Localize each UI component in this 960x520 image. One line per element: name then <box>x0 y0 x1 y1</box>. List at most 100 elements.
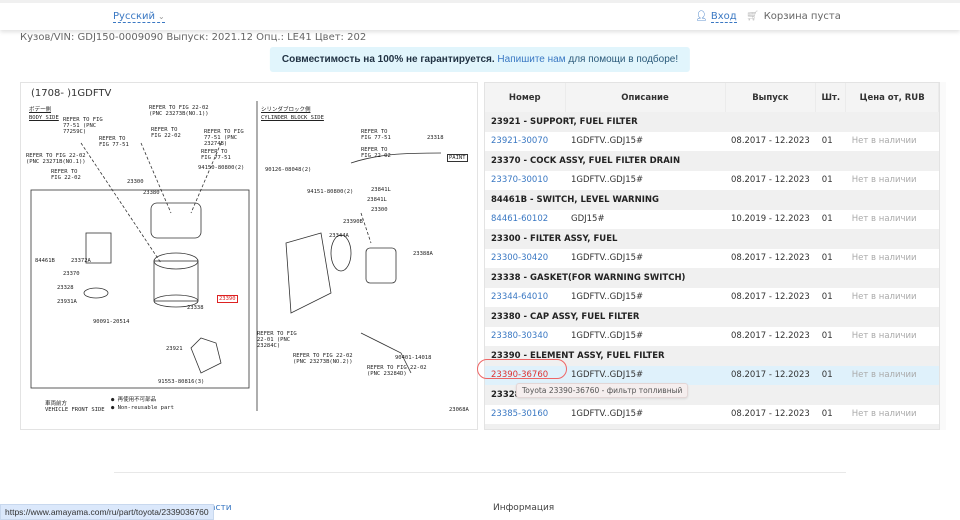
part-price: Нет в наличии <box>845 209 939 229</box>
diagram-label: REFER TO FIG 22-02 (PNC 23284D) <box>367 365 427 377</box>
diagram-label: REFER TO FIG 22-02 (PNC 23271B(NO.1)) <box>26 153 86 165</box>
part-number-link[interactable]: 23300-30420 <box>485 248 565 268</box>
diagram-label: 23380 <box>143 190 160 196</box>
group-row: 23380 - CAP ASSY, FUEL FILTER <box>485 307 939 327</box>
group-title: 23390 - ELEMENT ASSY, FUEL FILTER <box>485 346 939 366</box>
group-row: 23931A - COVER, FUEL FILTER <box>485 424 939 429</box>
cart-link[interactable]: 🛒︎Корзина пуста <box>746 11 841 22</box>
part-release: 08.2017 - 12.2023 <box>725 248 816 268</box>
diagram-label: 23390B <box>343 219 363 225</box>
diagram-label: 23338 <box>187 305 204 311</box>
group-row: 23921 - SUPPORT, FUEL FILTER <box>485 112 939 132</box>
part-price: Нет в наличии <box>845 248 939 268</box>
part-description: 1GDFTV..GDJ15# <box>565 287 725 307</box>
diagram-label: BODY SIDE <box>29 115 59 121</box>
diagram-label: 84461B <box>35 258 55 264</box>
group-title: 84461B - SWITCH, LEVEL WARNING <box>485 190 939 210</box>
diagram-label: REFER TO FIG 22-02 <box>361 147 391 159</box>
table-row: 23921-30070 1GDFTV..GDJ15# 08.2017 - 12.… <box>485 131 939 151</box>
diagram-label: VEHICLE FRONT SIDE <box>45 407 105 413</box>
part-price: Нет в наличии <box>845 131 939 151</box>
diagram-label: 23931A <box>57 299 77 305</box>
chevron-down-icon: ⌄ <box>157 12 165 21</box>
diagram-label: 23921 <box>166 346 183 352</box>
footer-link[interactable]: асти <box>210 503 232 513</box>
table-row: 23300-30420 1GDFTV..GDJ15# 08.2017 - 12.… <box>485 248 939 268</box>
contact-link[interactable]: Напишите нам <box>497 54 566 65</box>
part-description: 1GDFTV..GDJ15# <box>565 365 725 385</box>
diagram-label: PAINT <box>447 154 468 162</box>
table-row: 84461-60102 GDJ15# 10.2019 - 12.2023 01 … <box>485 209 939 229</box>
group-title: 23338 - GASKET(FOR WARNING SWITCH) <box>485 268 939 288</box>
diagram-label: ● 再使用不可部品 <box>111 397 157 403</box>
col-header-release: Выпуск <box>725 83 817 112</box>
parts-diagram: (1708- )1GDFTV ボデー側 BODY SIDE REFER TO F… <box>20 82 478 430</box>
part-description: 1GDFTV..GDJ15# <box>565 170 725 190</box>
diagram-label: REFER TO FIG 77-51 <box>99 136 129 148</box>
group-title: 23370 - COCK ASSY, FUEL FILTER DRAIN <box>485 151 939 171</box>
part-number-link[interactable]: 23380-30340 <box>485 326 565 346</box>
scrollbar[interactable] <box>940 82 946 430</box>
part-description: 1GDFTV..GDJ15# <box>565 131 725 151</box>
language-selector[interactable]: Русский⌄ <box>113 11 165 23</box>
diagram-label: REFER TO FIG 22-02 <box>51 169 81 181</box>
part-release: 08.2017 - 12.2023 <box>725 404 816 424</box>
part-number-link[interactable]: 23390-36760 <box>485 365 565 385</box>
diagram-label: REFER TO FIG 77-51 <box>361 129 391 141</box>
part-price: Нет в наличии <box>845 365 939 385</box>
part-price: Нет в наличии <box>845 287 939 307</box>
group-title: 23931A - COVER, FUEL FILTER <box>485 424 939 429</box>
diagram-label: 91553-80816(3) <box>158 379 205 385</box>
diagram-label: 23841L <box>371 187 391 193</box>
group-title: 23921 - SUPPORT, FUEL FILTER <box>485 112 939 132</box>
vehicle-info: Кузов/VIN: GDJ150-0009090 Выпуск: 2021.1… <box>20 32 367 43</box>
part-qty: 01 <box>815 209 846 229</box>
diagram-label: 90091-20514 <box>93 319 130 325</box>
part-qty: 01 <box>815 170 846 190</box>
diagram-label: 車両前方 <box>45 401 68 407</box>
part-number-link[interactable]: 23344-64010 <box>485 287 565 307</box>
diagram-label: REFER TO FIG 77-51 (PNC 77259C) <box>63 117 103 135</box>
diagram-label: ボデー側 <box>29 107 52 113</box>
part-qty: 01 <box>815 326 846 346</box>
part-release: 08.2017 - 12.2023 <box>725 131 816 151</box>
part-number-link[interactable]: 23921-30070 <box>485 131 565 151</box>
diagram-label: 23370 <box>63 271 80 277</box>
part-qty: 01 <box>815 404 846 424</box>
diagram-title: (1708- )1GDFTV <box>31 88 112 99</box>
table-row: 23390-36760 1GDFTV..GDJ15# 08.2017 - 12.… <box>485 365 939 385</box>
part-number-link[interactable]: 23370-30010 <box>485 170 565 190</box>
diagram-label: 23388A <box>413 251 433 257</box>
part-price: Нет в наличии <box>845 326 939 346</box>
cart-icon: 🛒︎ <box>746 11 759 22</box>
login-link[interactable]: 👤︎ Вход <box>695 11 737 23</box>
table-row: 23385-30160 1GDFTV..GDJ15# 08.2017 - 12.… <box>485 404 939 424</box>
part-qty: 01 <box>815 131 846 151</box>
part-release: 10.2019 - 12.2023 <box>725 209 816 229</box>
col-header-description: Описание <box>565 83 726 112</box>
diagram-label: 23300 <box>371 207 388 213</box>
part-number-link[interactable]: 84461-60102 <box>485 209 565 229</box>
footer-info-heading: Информация <box>493 503 555 513</box>
diagram-label-highlighted[interactable]: 23390 <box>217 295 238 303</box>
part-qty: 01 <box>815 287 846 307</box>
part-release: 08.2017 - 12.2023 <box>725 170 816 190</box>
diagram-drawing <box>30 101 442 411</box>
diagram-label: 90126-08048(2) <box>265 167 312 173</box>
diagram-label: 23318 <box>427 135 444 141</box>
footer-divider <box>114 472 846 473</box>
diagram-label: REFER TO FIG 22-02 (PNC 23273B(NO.2)) <box>293 353 353 365</box>
part-release: 08.2017 - 12.2023 <box>725 326 816 346</box>
diagram-label: ● Non-reusable part <box>111 405 174 411</box>
group-title: 23300 - FILTER ASSY, FUEL <box>485 229 939 249</box>
part-number-link[interactable]: 23385-30160 <box>485 404 565 424</box>
group-row: 23338 - GASKET(FOR WARNING SWITCH) <box>485 268 939 288</box>
diagram-label: シリンダブロック側 <box>261 107 311 113</box>
col-header-qty: Шт. <box>815 83 847 112</box>
highlight-circle <box>477 359 567 379</box>
compatibility-notice: Совместимость на 100% не гарантируется. … <box>269 47 691 72</box>
diagram-label: REFER TO FIG 22-02 (PNC 23273B(NO.1)) <box>149 105 209 117</box>
part-release: 08.2017 - 12.2023 <box>725 365 816 385</box>
diagram-label: REFER TO FIG 77-51 (PNC 23274B) <box>204 129 244 147</box>
group-row: 23370 - COCK ASSY, FUEL FILTER DRAIN <box>485 151 939 171</box>
